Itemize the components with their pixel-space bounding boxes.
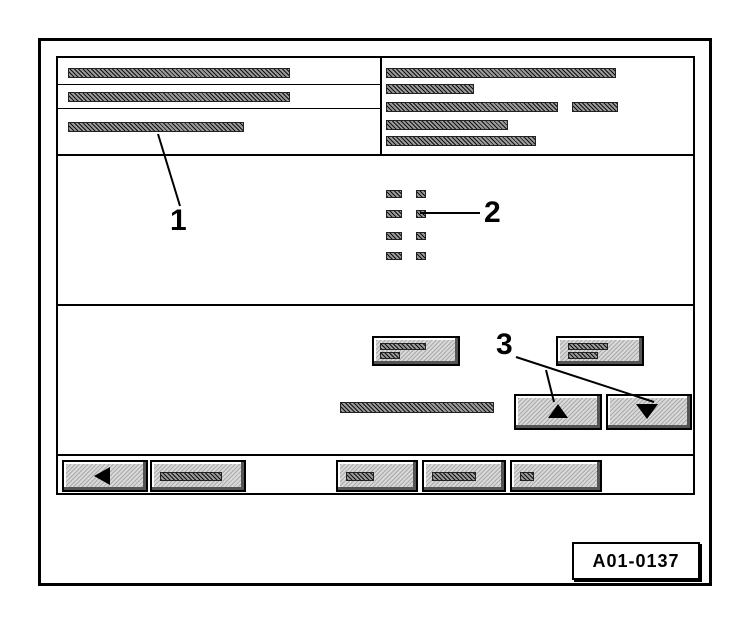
- softkey-2[interactable]: [336, 460, 418, 492]
- control-bottom-border: [58, 454, 693, 456]
- function-button-left-text-2: [380, 352, 400, 359]
- header-bottom-border: [58, 154, 693, 156]
- header-right-line-2: [386, 84, 474, 94]
- softkey-3[interactable]: [422, 460, 506, 492]
- header-left-rule-2: [58, 108, 380, 109]
- value-label-4: [386, 252, 402, 260]
- scroll-down-button[interactable]: [606, 394, 692, 430]
- callout-3: 3: [496, 328, 513, 361]
- triangle-down-icon: [636, 404, 658, 419]
- header-right-line-5: [386, 136, 536, 146]
- value-field-1: [416, 190, 426, 198]
- triangle-left-icon: [94, 467, 110, 485]
- header-left-line-2: [68, 92, 290, 102]
- softkey-4-text: [520, 472, 534, 481]
- header-right-line-3b: [572, 102, 618, 112]
- function-button-left[interactable]: [372, 336, 460, 366]
- header-left-line-1: [68, 68, 290, 78]
- function-button-left-text-1: [380, 343, 426, 350]
- triangle-up-icon: [548, 404, 568, 418]
- header-left-line-3: [68, 122, 244, 132]
- value-field-2: [416, 210, 426, 218]
- figure-reference-code: A01-0137: [572, 542, 700, 580]
- value-field-3: [416, 232, 426, 240]
- tester-screen: [56, 56, 695, 495]
- scroll-up-button[interactable]: [514, 394, 602, 430]
- header-divider: [380, 58, 382, 156]
- value-label-1: [386, 190, 402, 198]
- header-left-rule-1: [58, 84, 380, 85]
- softkey-1[interactable]: [150, 460, 246, 492]
- callout-1: 1: [170, 204, 187, 237]
- back-button[interactable]: [62, 460, 148, 492]
- header-right-line-4: [386, 120, 508, 130]
- callout-2: 2: [484, 196, 501, 229]
- softkey-4[interactable]: [510, 460, 602, 492]
- status-text: [340, 402, 494, 413]
- header-right-line-3: [386, 102, 558, 112]
- function-button-right-text-2: [568, 352, 598, 359]
- function-button-right[interactable]: [556, 336, 644, 366]
- value-label-2: [386, 210, 402, 218]
- function-button-right-text-1: [568, 343, 608, 350]
- softkey-2-text: [346, 472, 374, 481]
- value-label-3: [386, 232, 402, 240]
- softkey-1-text: [160, 472, 222, 481]
- header-right-line-1: [386, 68, 616, 78]
- softkey-3-text: [432, 472, 476, 481]
- value-field-4: [416, 252, 426, 260]
- middle-bottom-border: [58, 304, 693, 306]
